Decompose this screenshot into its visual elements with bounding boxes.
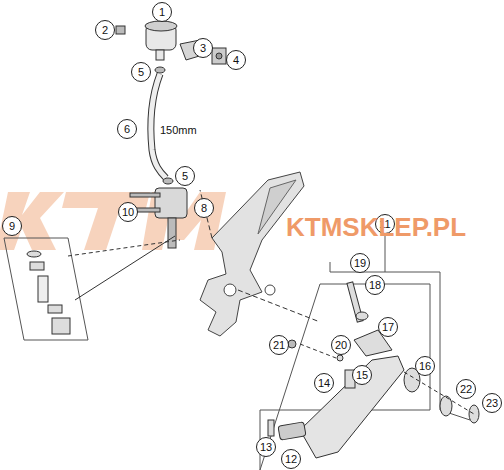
callout-number: 2 [102, 25, 108, 36]
callout-number: 15 [356, 370, 368, 381]
callout-number: 1 [159, 7, 165, 18]
callout-circle: 19 [350, 253, 370, 273]
callout-circle: 21 [269, 335, 289, 355]
callout-circle: 1 [152, 2, 172, 22]
callout-number: 20 [335, 340, 347, 351]
callout-circle: 17 [378, 317, 398, 337]
callout-circle: 10 [118, 202, 138, 222]
callout-number: 4 [233, 55, 239, 66]
callout-number: 22 [460, 384, 472, 395]
callout-circle: 15 [352, 365, 372, 385]
callout-circle: 2 [95, 20, 115, 40]
callout-number: 16 [419, 361, 431, 372]
callout-circle: 13 [256, 437, 276, 457]
callout-circle: 18 [365, 275, 385, 295]
callout-circle: 14 [314, 373, 334, 393]
callout-number: 6 [124, 124, 130, 135]
callout-number: 8 [201, 203, 207, 214]
callout-circle: 3 [193, 38, 213, 58]
callout-number: 21 [273, 340, 285, 351]
callout-circle: 9 [2, 216, 22, 236]
watermark: KTMSKLEP.PL [286, 212, 466, 243]
callout-number: 14 [318, 378, 330, 389]
callout-circle: 22 [456, 379, 476, 399]
callout-number: 18 [369, 280, 381, 291]
callout-circle: 4 [226, 50, 246, 70]
callout-number: 13 [260, 442, 272, 453]
callout-number: 5 [182, 171, 188, 182]
callout-number: 5 [138, 67, 144, 78]
callout-number: 19 [354, 258, 366, 269]
callout-number: 12 [285, 454, 297, 465]
callout-circle: 6 [117, 119, 137, 139]
callout-number: 3 [200, 43, 206, 54]
callout-circle: 5 [175, 166, 195, 186]
callout-circle: 23 [482, 393, 502, 413]
callout-circle: 5 [131, 62, 151, 82]
callout-number: 10 [122, 207, 134, 218]
dimension-label: 150mm [160, 124, 197, 136]
callout-circle: 16 [415, 356, 435, 376]
callout-number: 9 [9, 221, 15, 232]
callout-circle: 8 [194, 198, 214, 218]
callout-number: 23 [486, 398, 498, 409]
callout-circle: 20 [331, 335, 351, 355]
callout-circle: 12 [281, 449, 301, 469]
callout-number: 17 [382, 322, 394, 333]
